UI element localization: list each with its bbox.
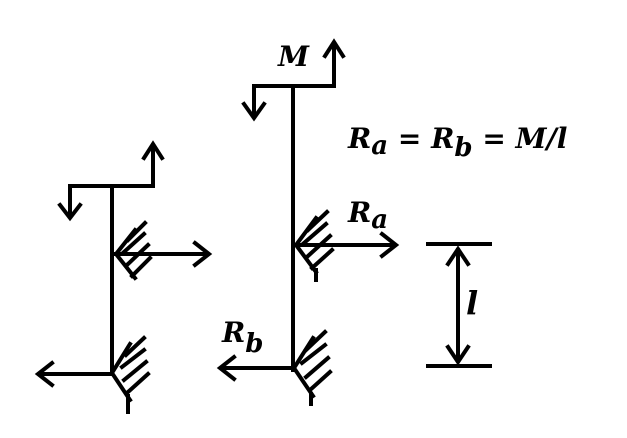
dimension-top-arrowhead — [445, 245, 471, 267]
middle-couple-down-arrowhead — [241, 101, 267, 122]
ra-label-sub: a — [371, 205, 388, 235]
left-upper-hatch-1 — [125, 220, 148, 243]
middle-lower-hatch-3 — [303, 355, 331, 380]
eq-equals-2: = — [473, 122, 516, 155]
middle-upper-hatch-1 — [305, 209, 330, 233]
middle-lower-hatch-4 — [307, 369, 333, 393]
left-lower-hatch-2 — [119, 347, 147, 370]
left-upper-hatch-4 — [129, 255, 153, 279]
eq-r1: R — [347, 122, 371, 155]
eq-r2-sub: b — [454, 133, 472, 163]
eq-r2: R — [430, 122, 454, 155]
ra-arrowhead — [379, 231, 400, 259]
left-couple-down-arrowhead — [57, 202, 83, 222]
middle-upper-hatch-4 — [309, 247, 335, 271]
ra-label-symbol: R — [347, 196, 371, 229]
left-upper-hatch-2 — [121, 231, 147, 255]
length-label: l — [466, 284, 478, 322]
left-upper-right-arrowhead — [192, 240, 213, 268]
rb-label: Rb — [221, 316, 263, 359]
left-lower-hatch-1 — [123, 335, 147, 358]
rb-label-sub: b — [245, 329, 263, 359]
ra-label: Ra — [347, 196, 388, 235]
eq-equals-1: = — [388, 122, 431, 155]
middle-couple-up-arrowhead — [322, 38, 346, 59]
middle-lower-hatch-1 — [303, 329, 328, 353]
rb-label-symbol: R — [221, 316, 245, 349]
eq-r1-sub: a — [371, 131, 388, 161]
moment-label: M — [277, 40, 310, 73]
left-lower-hatch-4 — [125, 371, 151, 395]
rb-arrowhead — [216, 354, 237, 382]
left-lower-left-arrowhead — [34, 360, 55, 388]
equation: Ra = Rb = M/l — [347, 122, 567, 163]
middle-upper-hatch-2 — [301, 221, 329, 246]
dimension-bottom-arrowhead — [445, 344, 471, 366]
middle-lower-hatch-2 — [299, 342, 328, 366]
eq-rhs: M/l — [515, 122, 568, 155]
left-lower-hatch-3 — [121, 359, 149, 383]
left-figure — [34, 140, 213, 414]
left-couple-up-arrowhead — [141, 140, 165, 161]
length-dimension — [426, 242, 492, 368]
middle-figure — [216, 38, 400, 406]
